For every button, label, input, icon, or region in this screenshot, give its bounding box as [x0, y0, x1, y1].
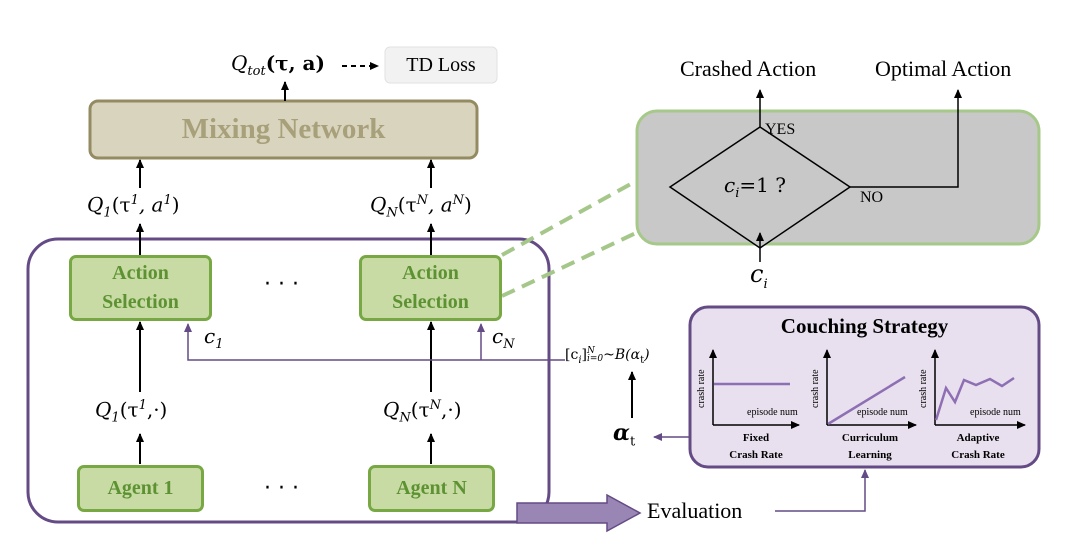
crashed-action-label: Crashed Action: [680, 56, 817, 81]
decision-condition: ci=1 ?: [724, 173, 786, 201]
arrow-evaluation-to-coaching: [775, 469, 869, 512]
agent-n-label: Agent N: [396, 477, 467, 499]
mini-chart-adaptive: [931, 349, 1026, 429]
yes-label: YES: [765, 121, 796, 138]
q-tot-label: Qtot(τ, a): [231, 51, 325, 79]
coaching-strategy-box: [688, 305, 1041, 469]
chart2-xlabel: episode num: [857, 407, 908, 418]
chart1-ylabel: crash rate: [696, 369, 707, 408]
decision-input-ci: ci: [750, 260, 768, 292]
q1-input-label: Q1(τ1,·): [95, 397, 168, 426]
agents-ellipsis: · · ·: [264, 476, 299, 501]
agent-1-label: Agent 1: [107, 477, 174, 499]
action-selection-n-line2: Selection: [392, 291, 469, 313]
alpha-t-label: αt: [613, 420, 636, 450]
chart2-ylabel: crash rate: [810, 369, 821, 408]
agent-1-box: Agent 1: [77, 465, 204, 512]
mixing-network-label: Mixing Network: [181, 113, 386, 145]
zoom-line-bottom: [501, 230, 639, 298]
action-selection-1-line1: Action: [112, 262, 169, 284]
mini-chart-fixed: [709, 349, 800, 429]
optimal-action-label: Optimal Action: [875, 56, 1012, 81]
arrow-no-optimal: [850, 89, 962, 188]
qn-output-label: QN(τN, aN): [370, 192, 472, 221]
td-loss-label: TD Loss: [406, 54, 476, 76]
no-label: NO: [860, 189, 884, 206]
action-selection-1-line2: Selection: [102, 291, 179, 313]
mini-chart-curriculum: [823, 349, 917, 429]
coaching-strategy-title: Couching Strategy: [780, 314, 949, 338]
action-selection-ellipsis: · · ·: [264, 272, 299, 297]
td-loss-box: [384, 46, 498, 84]
action-selection-n-line1: Action: [402, 262, 459, 284]
mixing-network-box: [88, 99, 479, 160]
c1-label: c1: [204, 324, 224, 352]
evaluation-label: Evaluation: [647, 498, 743, 523]
zoom-line-top: [501, 178, 639, 257]
chart1-xlabel: episode num: [747, 407, 798, 418]
ci-distribution-line: [184, 323, 565, 361]
q1-output-label: Q1(τ1, a1): [87, 192, 180, 221]
evaluation-big-arrow: [516, 493, 642, 533]
chart3-xlabel: episode num: [970, 407, 1021, 418]
cn-label: cN: [492, 324, 515, 352]
agent-n-box: Agent N: [368, 465, 495, 512]
chart3-ylabel: crash rate: [918, 369, 929, 408]
qn-input-label: QN(τN,·): [383, 397, 462, 426]
